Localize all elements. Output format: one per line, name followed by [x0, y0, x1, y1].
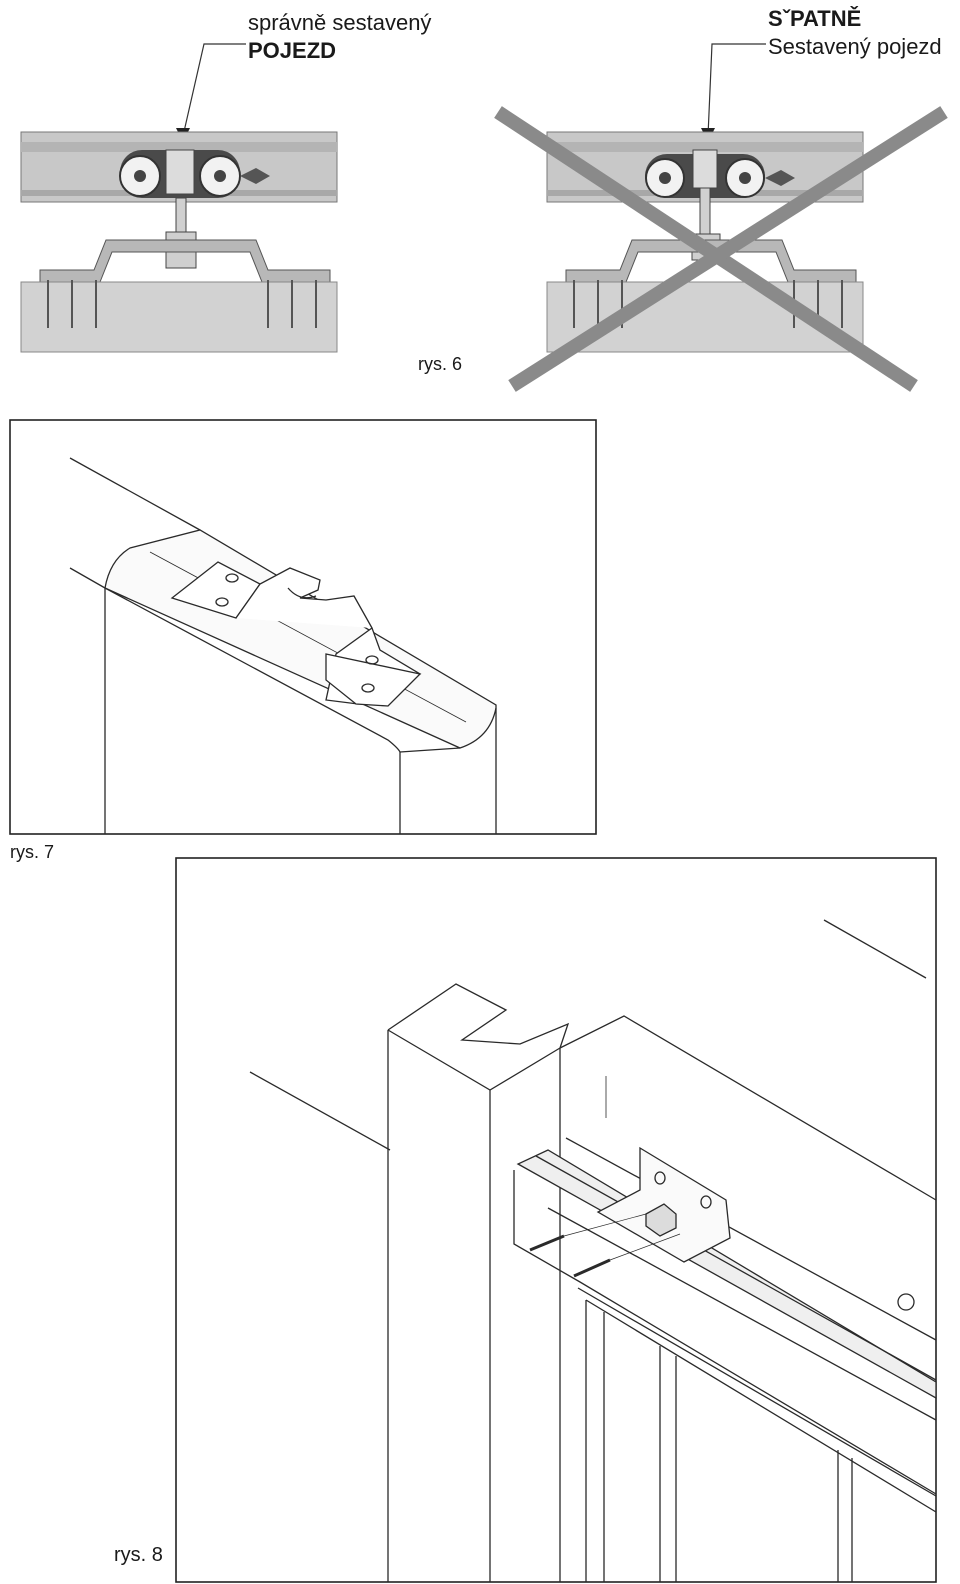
screw-hole [225, 573, 239, 583]
rail-groove [547, 1207, 937, 1421]
stopper-clip [765, 170, 795, 186]
guide-line [823, 919, 927, 979]
wheel-hub [659, 172, 671, 184]
leader-line [182, 43, 246, 137]
wheel-hub [739, 172, 751, 184]
door-edge [104, 587, 401, 753]
wrong-assembly-label-bold: SˇPATNĚ [768, 6, 862, 31]
cam-screw [897, 1293, 915, 1311]
bracket-nut [645, 1203, 677, 1237]
bracket-slot [287, 587, 317, 599]
door-top-edge [577, 1287, 937, 1497]
correct-assembly-label-bold: POJEZD [248, 38, 337, 63]
door-edge [399, 747, 461, 753]
head-beam [559, 1015, 937, 1201]
door-bracket [565, 239, 857, 283]
mounting-screw [529, 1234, 565, 1252]
figure-7-caption: rys. 7 [10, 842, 55, 862]
door-top [20, 281, 338, 353]
wheel-hub [134, 170, 146, 182]
wrong-trolley-figure [494, 43, 948, 392]
guide-line [69, 457, 201, 531]
rail-groove [535, 1155, 937, 1381]
correct-trolley-figure [20, 43, 338, 353]
bolt [175, 197, 187, 233]
rail-body [513, 1170, 937, 1495]
guide-line [249, 1071, 391, 1151]
figure-8-rail-mounting [175, 857, 937, 1583]
guide-line [69, 567, 106, 589]
stopper-clip [240, 168, 270, 184]
screws [47, 280, 317, 328]
bracket-plate-right [325, 653, 422, 707]
correct-assembly-label: správně sestavený [248, 10, 432, 35]
screw-hole [361, 683, 375, 693]
head-beam [565, 1137, 937, 1341]
guide-line [563, 1213, 647, 1237]
adjusting-nut [165, 149, 195, 195]
screw-hole [365, 655, 379, 665]
screw-hole [654, 1171, 666, 1185]
door-bracket [39, 239, 331, 283]
bolt [699, 187, 711, 235]
screw-hole [215, 597, 229, 607]
adjusting-nut [692, 149, 718, 189]
rail-groove [21, 142, 337, 152]
wrong-assembly-label: Sestavený pojezd [768, 34, 942, 59]
door-top-edge [585, 1299, 937, 1513]
post-edge [387, 1029, 561, 1091]
figure-8-caption: rys. 8 [114, 1544, 163, 1566]
mounting-screw [573, 1258, 611, 1278]
figure-6-caption: rys. 6 [418, 354, 463, 374]
screw-hole [700, 1195, 712, 1209]
figure-8-frame [175, 857, 937, 1583]
wheel-hub [214, 170, 226, 182]
guide-line [609, 1233, 681, 1261]
figure-7-door-top-bracket [9, 419, 597, 835]
rail-groove [547, 142, 863, 152]
cross-out-mark [494, 106, 948, 392]
post-top [387, 983, 570, 1049]
leader-line [707, 43, 766, 137]
